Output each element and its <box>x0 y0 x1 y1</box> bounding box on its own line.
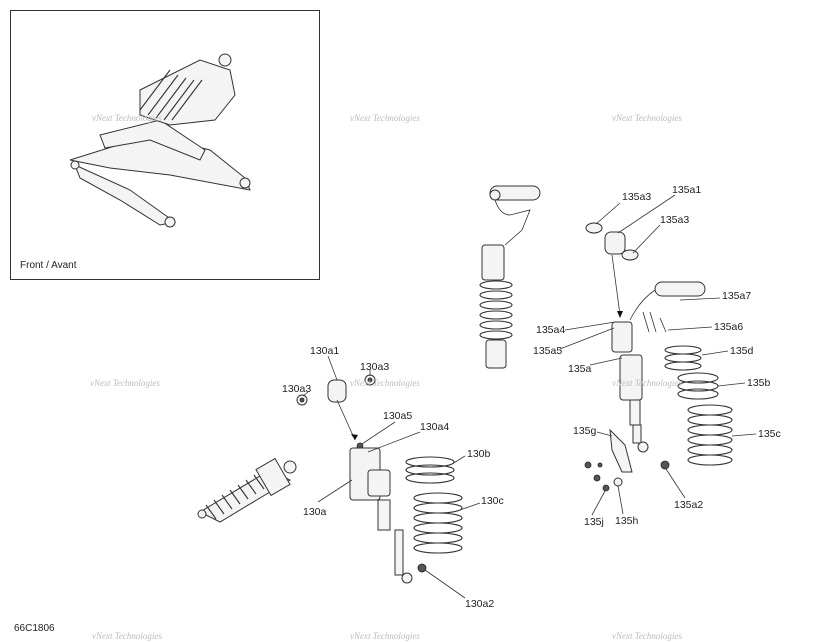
label-130a3-left: 130a3 <box>282 383 312 395</box>
label-135a2: 135a2 <box>674 499 704 511</box>
label-130a1: 130a1 <box>310 345 340 357</box>
spring-135b <box>677 372 719 400</box>
front-view-inset <box>10 10 320 280</box>
label-135a1: 135a1 <box>672 184 702 196</box>
bushing-130a1 <box>327 379 347 403</box>
label-135h: 135h <box>615 515 639 527</box>
label-135a5: 135a5 <box>533 345 563 357</box>
washer-135a3-bottom <box>621 249 639 261</box>
label-135d: 135d <box>730 345 754 357</box>
watermark: vNext Technologies <box>350 113 420 123</box>
watermark: vNext Technologies <box>92 113 162 123</box>
bracket-135g <box>609 428 633 473</box>
bushing-135a1 <box>604 231 626 255</box>
label-135a: 135a <box>568 363 592 375</box>
label-135c: 135c <box>758 428 781 440</box>
bolt-135a2 <box>660 460 670 470</box>
shock-135-exploded <box>584 222 733 492</box>
label-135a3-top: 135a3 <box>622 191 652 203</box>
label-135b: 135b <box>747 377 771 389</box>
watermark: vNext Technologies <box>90 378 160 388</box>
label-135a6: 135a6 <box>714 321 744 333</box>
label-130a3-right: 130a3 <box>360 361 390 373</box>
watermark: vNext Technologies <box>612 378 682 388</box>
reference-code: 66C1806 <box>14 623 55 634</box>
washer-135a3-top <box>585 222 603 234</box>
inset-caption: Front / Avant <box>20 260 77 271</box>
label-135a7: 135a7 <box>722 290 752 302</box>
watermark: vNext Technologies <box>612 113 682 123</box>
label-135g: 135g <box>573 425 597 437</box>
watermark: vNext Technologies <box>92 631 162 641</box>
nut-135j <box>602 484 610 492</box>
spring-135d <box>664 345 702 371</box>
label-130a4: 130a4 <box>420 421 450 433</box>
watermark: vNext Technologies <box>350 631 420 641</box>
front-suspension-illustration <box>69 53 251 228</box>
clips-135a6 <box>642 311 667 333</box>
spring-130c <box>413 492 463 554</box>
label-135a4: 135a4 <box>536 324 566 336</box>
shock-with-reservoir <box>479 185 541 369</box>
reservoir-135a7 <box>654 281 706 297</box>
leader-lines <box>302 194 757 599</box>
watermark: vNext Technologies <box>612 631 682 641</box>
label-130a: 130a <box>303 506 327 518</box>
spring-130b <box>405 456 455 484</box>
label-130c: 130c <box>481 495 504 507</box>
label-130b: 130b <box>467 448 491 460</box>
bolt-130a2 <box>417 563 427 573</box>
label-130a5: 130a5 <box>383 410 413 422</box>
shock-130-assembled <box>197 457 297 523</box>
spring-135c <box>687 404 733 466</box>
label-130a2: 130a2 <box>465 598 495 610</box>
shock-130-exploded <box>296 374 463 584</box>
watermark: vNext Technologies <box>350 378 420 388</box>
washer-135h <box>613 477 623 487</box>
label-135j: 135j <box>584 516 604 528</box>
label-135a3-bottom: 135a3 <box>660 214 690 226</box>
